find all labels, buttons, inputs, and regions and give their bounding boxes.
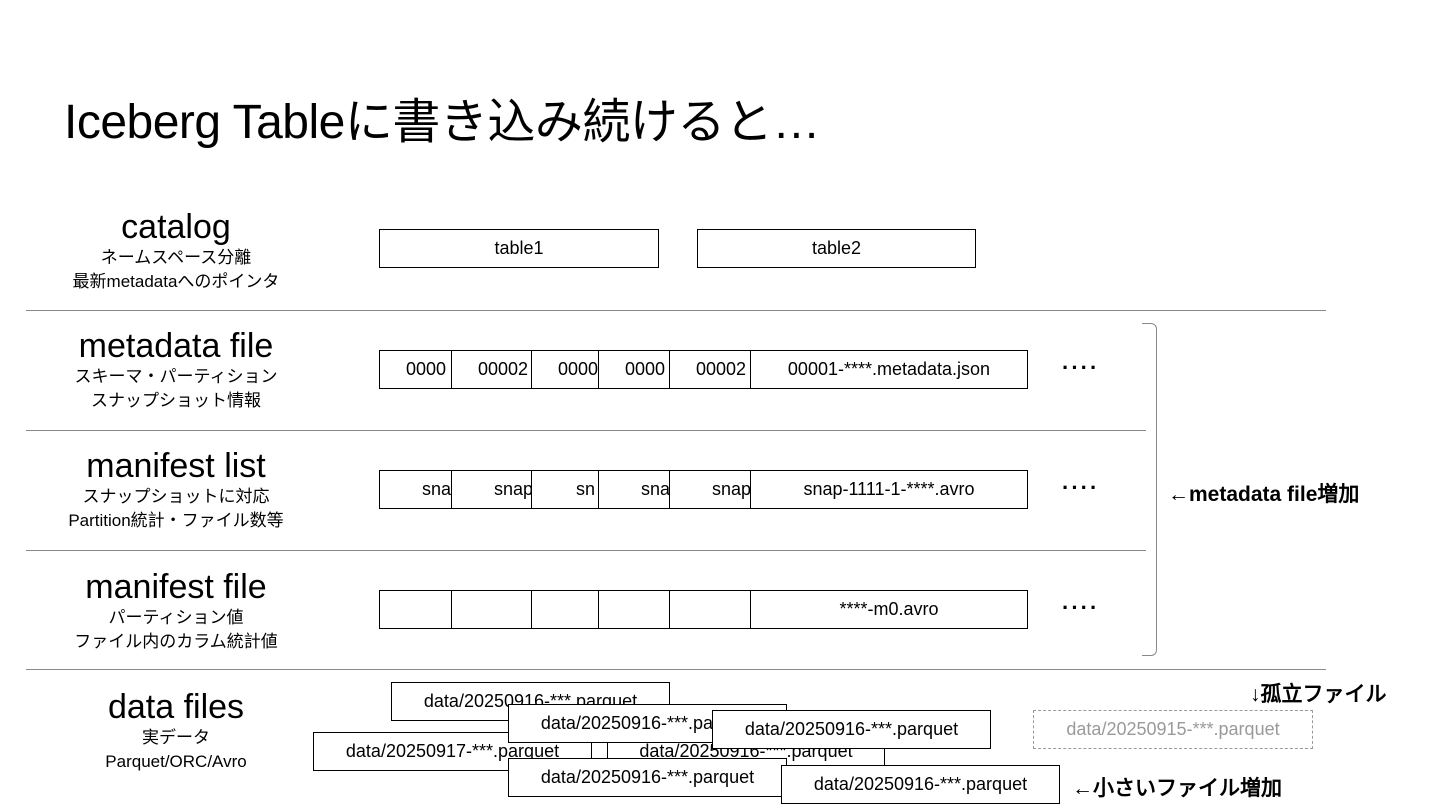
metadata-file-label-clipped: 0000 [625, 359, 666, 379]
catalog-table-box: table2 [697, 229, 976, 268]
data-files-desc-2: Parquet/ORC/Avro [105, 752, 247, 771]
metadata-file-label: metadata file スキーマ・パーティション スナップショット情報 [26, 327, 326, 413]
manifest-file-desc-2: ファイル内のカラム統計値 [74, 632, 278, 651]
manifest-list-label-clipped: sna [422, 479, 452, 499]
ellipsis: ···· [1062, 475, 1100, 500]
metadata-bracket [1142, 323, 1157, 656]
manifest-file-box [669, 590, 751, 629]
metadata-growth-note: ←metadata file増加 [1168, 483, 1360, 506]
manifest-list-box: snap [669, 470, 751, 509]
manifest-file-desc-1: パーティション値 [108, 608, 244, 627]
data-file-box: data/20250916-***.parquet [712, 710, 991, 749]
catalog-desc-2: 最新metadataへのポインタ [72, 272, 280, 291]
orphan-note: ↓孤立ファイル [1250, 683, 1387, 706]
small-files-note: ←小さいファイル増加 [1072, 777, 1282, 800]
manifest-list-label-clipped: sn [576, 479, 596, 499]
separator-line [26, 310, 1326, 311]
manifest-file-box [531, 590, 599, 629]
manifest-file-label-latest: ****-m0.avro [839, 599, 939, 619]
catalog-table-label: table1 [494, 238, 544, 258]
metadata-file-desc-1: スキーマ・パーティション [74, 367, 278, 386]
manifest-list-label-clipped: snap [712, 479, 751, 499]
data-file-label: data/20250916-***.parquet [744, 719, 959, 739]
manifest-list-desc-2: Partition統計・ファイル数等 [68, 511, 284, 530]
metadata-file-desc-2: スナップショット情報 [91, 391, 261, 410]
separator-line [26, 430, 1146, 431]
catalog-title: catalog [121, 208, 231, 246]
data-files-title: data files [107, 688, 245, 726]
manifest-list-box: snap [451, 470, 532, 509]
orphan-file-box: data/20250915-***.parquet [1033, 710, 1313, 749]
metadata-file-label-clipped: 00002 [478, 359, 529, 379]
data-file-box: data/20250916-***.parquet [781, 765, 1060, 804]
metadata-file-label-clipped: 0000 [406, 359, 447, 379]
catalog-desc-1: ネームスペース分離 [100, 248, 252, 267]
ellipsis: ···· [1062, 595, 1100, 620]
catalog-table-label: table2 [811, 238, 862, 258]
manifest-file-box [379, 590, 452, 629]
metadata-file-box: 0000 [379, 350, 452, 389]
separator-line [26, 669, 1326, 670]
data-file-label: data/20250917-***.parquet [345, 741, 560, 761]
manifest-file-box [598, 590, 670, 629]
metadata-file-box: 00002 [451, 350, 532, 389]
manifest-list-label-latest: snap-1111-1-****.avro [803, 479, 975, 499]
orphan-file-label: data/20250915-***.parquet [1066, 719, 1280, 739]
data-file-label: data/20250916-***.parquet [813, 774, 1028, 794]
metadata-file-label-clipped: 00002 [696, 359, 747, 379]
manifest-list-label: manifest list スナップショットに対応 Partition統計・ファ… [26, 447, 326, 533]
manifest-file-box-latest: ****-m0.avro [750, 590, 1028, 629]
manifest-list-label-clipped: snap [494, 479, 532, 499]
metadata-file-label-clipped: 0000 [558, 359, 599, 379]
data-file-box: data/20250916-***.parquet [508, 758, 787, 797]
catalog-label: catalog ネームスペース分離 最新metadataへのポインタ [26, 208, 326, 294]
manifest-list-desc-1: スナップショットに対応 [82, 487, 270, 506]
manifest-list-box-latest: snap-1111-1-****.avro [750, 470, 1028, 509]
manifest-file-label: manifest file パーティション値 ファイル内のカラム統計値 [26, 568, 326, 654]
manifest-list-box: sna [598, 470, 670, 509]
metadata-file-box: 0000 [598, 350, 670, 389]
manifest-list-box: sna [379, 470, 452, 509]
data-file-label: data/20250916-***.parquet [540, 767, 755, 787]
metadata-file-box-latest: 00001-****.metadata.json [750, 350, 1028, 389]
manifest-list-label-clipped: sna [641, 479, 670, 499]
separator-line [26, 550, 1146, 551]
metadata-file-box: 00002 [669, 350, 751, 389]
manifest-list-title: manifest list [86, 447, 266, 485]
metadata-file-label-latest: 00001-****.metadata.json [787, 359, 991, 379]
data-files-desc-1: 実データ [142, 728, 210, 747]
manifest-list-box: sn [531, 470, 599, 509]
manifest-file-box [451, 590, 532, 629]
manifest-file-title: manifest file [85, 568, 267, 606]
ellipsis: ···· [1062, 355, 1100, 380]
data-files-label: data files 実データ Parquet/ORC/Avro [26, 688, 326, 774]
metadata-file-title: metadata file [78, 327, 274, 365]
catalog-table-box: table1 [379, 229, 659, 268]
slide-title: Iceberg Tableに書き込み続けると… [64, 96, 820, 149]
data-file-label: data/20250916-***.parquet [540, 713, 755, 733]
metadata-file-box: 0000 [531, 350, 599, 389]
